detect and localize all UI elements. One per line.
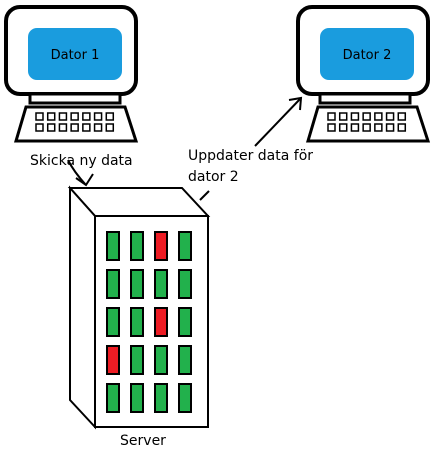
computer-2: Dator 2 — [296, 5, 431, 143]
keyboard-key — [327, 123, 336, 132]
keyboard-key — [350, 112, 360, 121]
computer-1: Dator 1 — [4, 5, 139, 143]
monitor-1-stand — [28, 92, 122, 105]
server-slot-red — [154, 307, 168, 337]
server-slot-green — [106, 231, 120, 261]
keyboard-key — [35, 123, 44, 132]
server-label: Server — [120, 433, 166, 449]
keyboard-key — [58, 112, 68, 121]
keyboard-key — [385, 112, 395, 121]
server-slot-red — [154, 231, 168, 261]
server-slot-green — [178, 345, 192, 375]
keyboard-key — [46, 112, 56, 121]
computer-2-label: Dator 2 — [343, 48, 392, 63]
server-slot-red — [106, 345, 120, 375]
keyboard-key — [46, 123, 56, 132]
keyboard-key — [362, 123, 371, 132]
send-arrow — [67, 159, 94, 187]
server-side — [69, 185, 96, 430]
server-slot-green — [154, 383, 168, 413]
update-label-line2: dator 2 — [188, 169, 239, 185]
send-arrow-head — [75, 173, 94, 187]
keyboard-key — [93, 123, 103, 132]
server-slot-green — [130, 269, 144, 299]
keyboard-key — [338, 123, 348, 132]
server — [67, 185, 211, 430]
monitor-2-screen — [320, 28, 414, 80]
server-slot-green — [130, 345, 144, 375]
keyboard-key — [105, 112, 115, 121]
keyboard-key — [35, 112, 44, 121]
computer-1-label: Dator 1 — [51, 48, 100, 63]
keyboard-key — [70, 112, 79, 121]
server-slot-green — [130, 231, 144, 261]
server-slot-green — [106, 383, 120, 413]
update-label-line1: Uppdater data för — [188, 148, 313, 164]
keyboard-key — [374, 123, 383, 132]
keyboard-key — [327, 112, 336, 121]
keyboard-key — [338, 112, 348, 121]
keyboard-key — [70, 123, 79, 132]
keyboard-key — [105, 123, 115, 132]
keyboard-key — [362, 112, 371, 121]
server-slot-green — [154, 269, 168, 299]
server-slot-green — [178, 231, 192, 261]
keyboard-2-keys — [327, 112, 407, 132]
server-slot-green — [130, 307, 144, 337]
update-arrow — [254, 96, 303, 147]
server-slot-green — [130, 383, 144, 413]
keyboard-key — [58, 123, 68, 132]
keyboard-1-keys — [35, 112, 115, 132]
server-slot-green — [106, 307, 120, 337]
monitor-1-screen — [28, 28, 122, 80]
server-slot-green — [154, 345, 168, 375]
update-arrow-tail — [199, 190, 210, 201]
send-label: Skicka ny data — [30, 153, 133, 169]
server-slot-green — [178, 307, 192, 337]
server-slot-green — [178, 383, 192, 413]
server-slots — [106, 231, 192, 413]
keyboard-key — [93, 112, 103, 121]
keyboard-key — [82, 112, 91, 121]
monitor-2-stand — [318, 92, 412, 105]
keyboard-key — [82, 123, 91, 132]
update-arrow-line — [254, 97, 302, 147]
keyboard-key — [374, 112, 383, 121]
server-slot-green — [178, 269, 192, 299]
keyboard-key — [385, 123, 395, 132]
keyboard-key — [397, 112, 407, 121]
keyboard-key — [350, 123, 360, 132]
update-arrow-head — [288, 96, 303, 111]
keyboard-key — [397, 123, 407, 132]
server-slot-green — [106, 269, 120, 299]
